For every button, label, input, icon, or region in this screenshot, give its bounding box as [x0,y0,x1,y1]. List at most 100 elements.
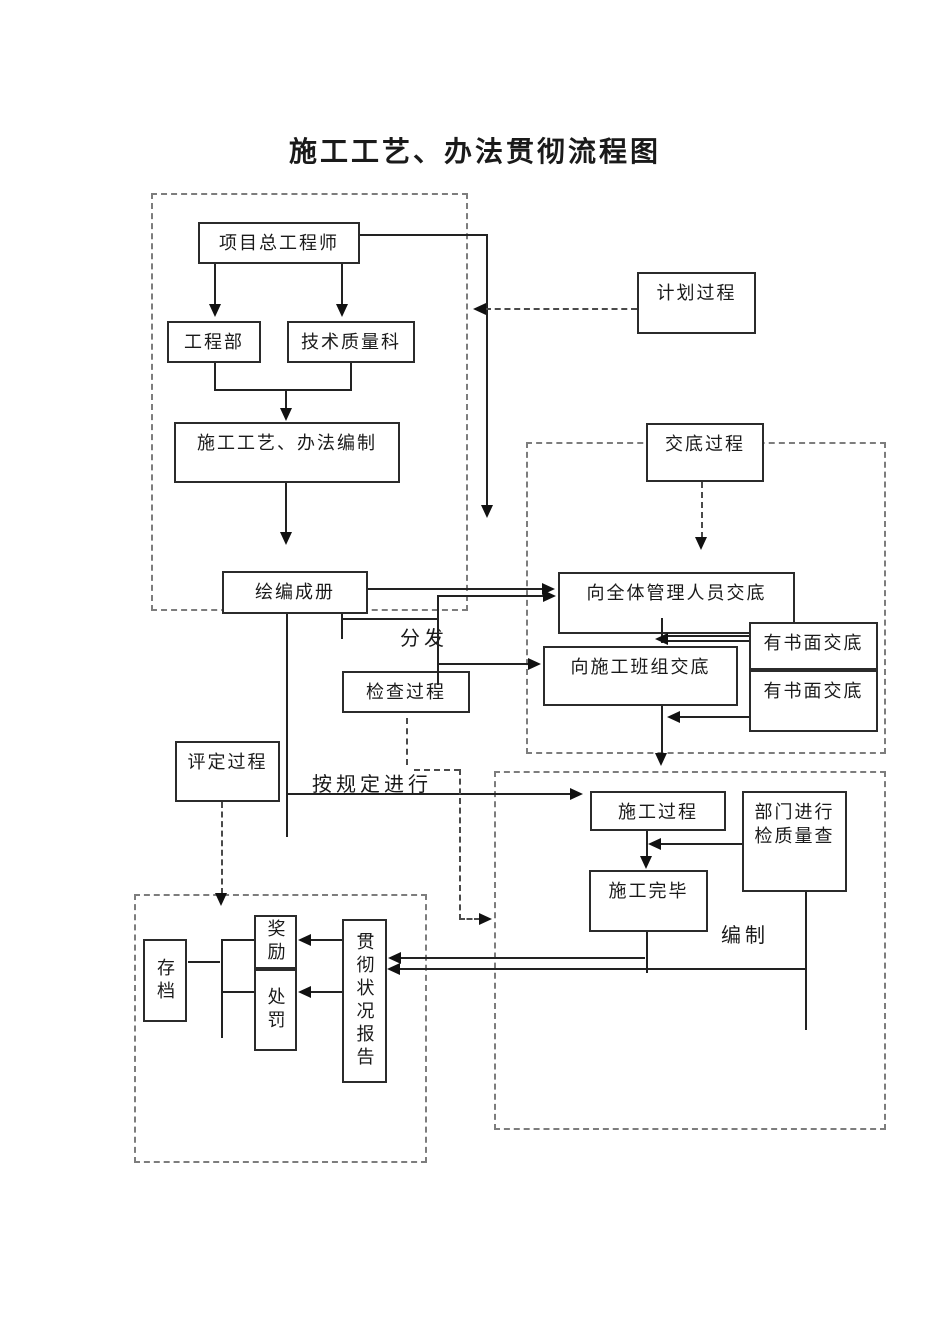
node-label: 施工完毕 [608,881,689,901]
page-title: 施工工艺、办法贯彻流程图 [288,136,661,167]
edge-bracket-to-reward [221,939,254,941]
node-method-compilation: 施工工艺、办法编制 [174,422,400,483]
node-label-line1: 部门进行 [754,802,835,822]
node-written-disclosure-1: 有书面交底 [749,622,878,670]
arrowhead [667,711,680,723]
edge-distribute-junction [437,596,439,685]
arrowhead [655,633,668,645]
edge-report-to-penalty [310,991,342,993]
node-label: 评定过程 [187,752,268,772]
arrowhead [298,986,311,998]
edge-deptcheck-to-construction [660,843,742,845]
edge-archive-connector [188,961,220,963]
edge-booklet-stub [341,614,343,639]
node-label: 处罚 [265,987,286,1033]
node-label: 向全体管理人员交底 [586,583,767,603]
edge-deptcheck-to-report [399,968,806,970]
edge-disclosure-dashed [701,482,703,538]
node-label: 贯彻状况报告 [354,932,375,1070]
edge-merge-to-compilation [285,389,287,409]
arrowhead [473,303,486,315]
edge-bracket-to-penalty [221,991,254,993]
edge-booklet-to-managers [368,588,543,590]
edge-construction-down [646,831,648,857]
container-construction [494,771,886,1130]
arrowhead [640,856,652,869]
edge-chief-to-engdept [214,264,216,305]
arrowhead [570,788,583,800]
node-written-disclosure-2: 有书面交底 [749,670,878,732]
arrowhead [543,590,556,602]
node-label: 工程部 [184,332,244,352]
edge-chief-to-techquality [341,264,343,305]
node-dept-quality-check: 部门进行 检质量查 [742,791,847,892]
node-label: 施工工艺、办法编制 [197,433,377,453]
arrowhead [280,408,292,421]
arrowhead [280,532,292,545]
node-label: 存档 [155,957,175,1004]
arrowhead [528,658,541,670]
node-engineering-dept: 工程部 [167,321,261,363]
edge-bracket [221,939,223,1038]
node-inspection-process: 检查过程 [342,671,470,713]
edge-written1-to-managers-a [666,635,749,637]
node-reward: 奖励 [254,915,297,969]
edge-merge-bar [214,389,352,391]
edge-booklet-long-down [286,614,288,837]
edge-asrequired [286,793,571,795]
edge-junction-to-crews [437,663,529,665]
node-tech-quality-section: 技术质量科 [287,321,415,363]
node-label: 绘编成册 [255,582,335,602]
node-construction-finished: 施工完毕 [589,870,708,932]
edge-junction-to-managers [437,595,544,597]
edge-evaluation-dashed [221,802,223,894]
edge-label-distribute: 分发 [400,628,448,650]
edge-finished-down [646,932,648,973]
node-label: 向施工班组交底 [570,657,711,677]
node-label: 项目总工程师 [219,233,339,253]
edge-managers-down [661,618,663,643]
edge-right-down [486,234,488,506]
arrowhead [298,934,311,946]
node-disclosure-process: 交底过程 [646,423,764,482]
edge-distribute [341,618,439,620]
node-label: 有书面交底 [763,633,864,653]
node-label: 交底过程 [665,434,745,454]
arrowhead [387,963,400,975]
arrowhead [388,952,401,964]
node-disclosure-to-crews: 向施工班组交底 [543,646,738,706]
node-archive: 存档 [143,939,187,1022]
edge-label-as-required: 按规定进行 [312,774,432,796]
edge-engdept-down [214,363,216,391]
edge-inspection-dashed-1 [406,718,408,765]
edge-deptcheck-down [805,892,807,1030]
edge-written1-to-managers-b [666,640,749,642]
node-compile-into-booklet: 绘编成册 [222,571,368,614]
node-label: 施工过程 [618,802,698,822]
edge-inspection-dashed-2 [414,769,460,771]
node-project-chief-engineer: 项目总工程师 [198,222,360,264]
edge-techquality-down [350,363,352,391]
edge-finished-to-report [400,957,645,959]
node-label: 奖励 [265,919,286,965]
edge-report-to-reward [310,939,342,941]
node-planning-process: 计划过程 [637,272,756,334]
arrowhead [648,838,661,850]
edge-compilation-to-booklet [285,483,287,533]
node-penalty: 处罚 [254,969,297,1051]
edge-label-compile: 编制 [721,925,769,947]
node-label-line2: 检质量查 [754,826,835,846]
arrowhead [215,893,227,906]
edge-chief-to-right [360,234,488,236]
arrowhead [479,913,492,925]
edge-planning-dashed [485,308,637,310]
node-label: 计划过程 [656,283,737,303]
edge-inspection-dashed-4 [459,918,480,920]
arrowhead [336,304,348,317]
edge-written2-to-crews [679,716,749,718]
arrowhead [209,304,221,317]
node-implementation-status-report: 贯彻状况报告 [342,919,387,1083]
node-label: 检查过程 [366,682,446,702]
container-evaluation [134,894,427,1163]
